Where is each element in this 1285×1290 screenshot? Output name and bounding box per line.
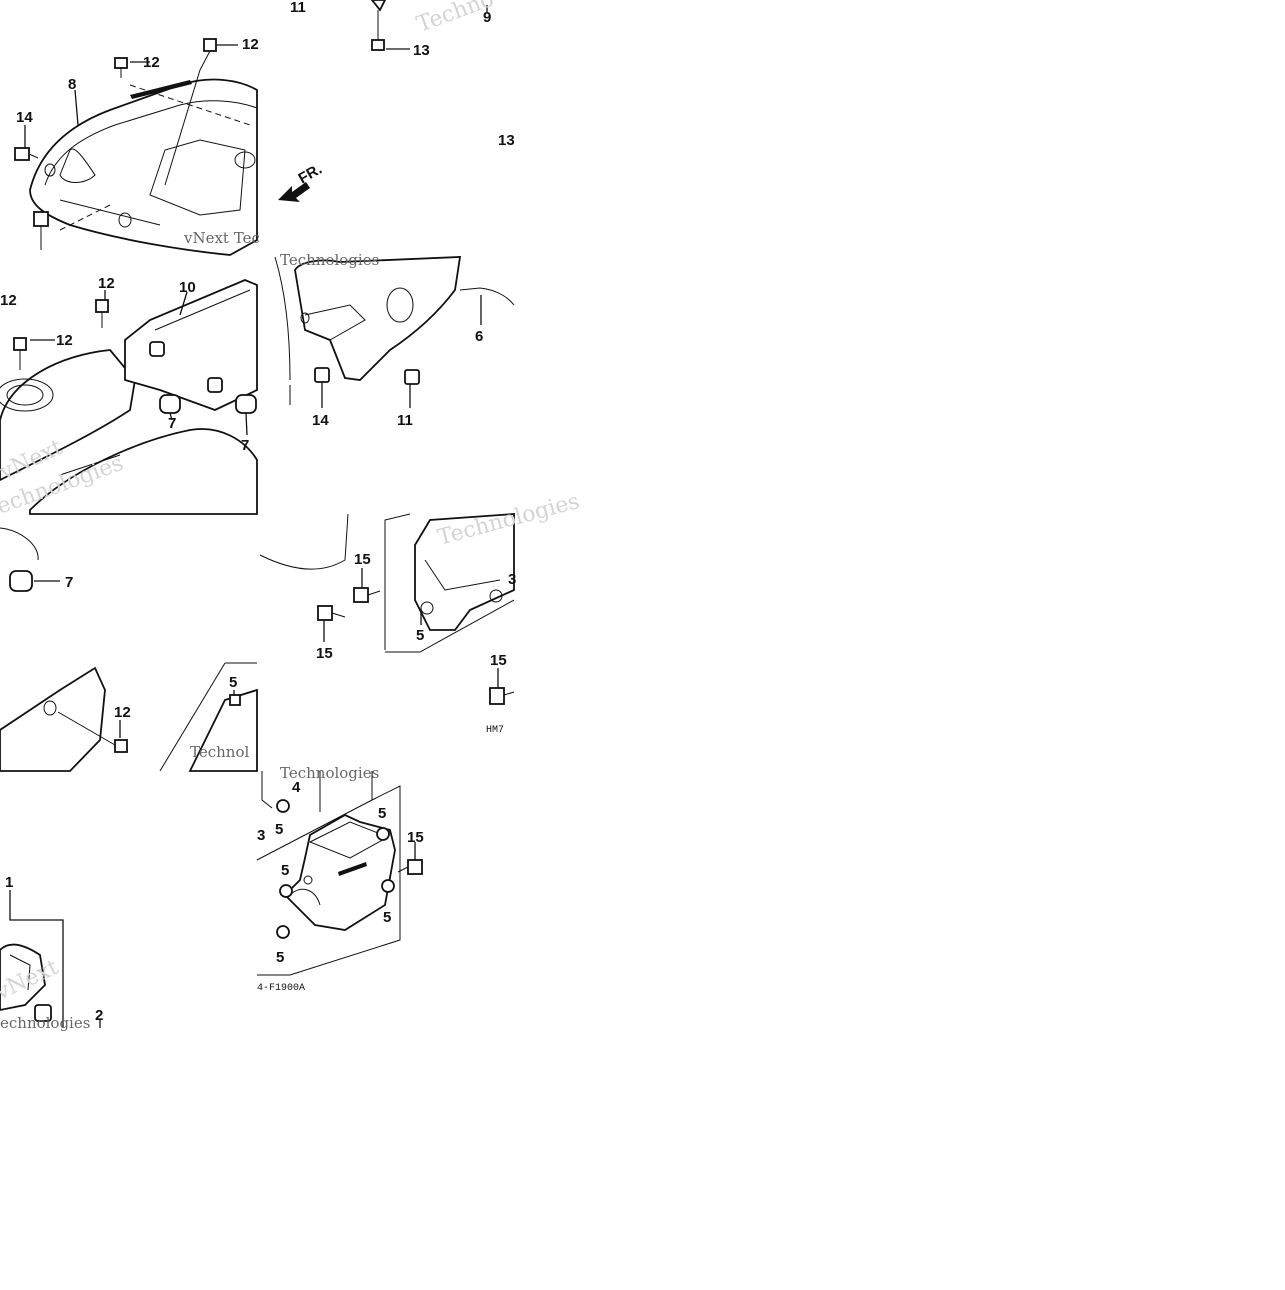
callout-12: 12 [56,332,73,349]
bracket-detail-view [0,890,101,1028]
callout-5: 5 [378,805,386,822]
drawing-code: HM7 [486,725,504,736]
callout-5: 5 [229,674,237,691]
callout-4: 4 [292,779,301,796]
callout-12: 12 [242,36,259,53]
watermark: vNext Tec [183,229,260,247]
callout-14: 14 [16,109,33,126]
callout-5: 5 [383,909,391,926]
lower-cover-view [0,527,258,772]
callout-5: 5 [416,627,424,644]
control-box-view [256,771,423,976]
watermark: Technol [190,743,249,761]
callout-3: 3 [508,571,516,588]
callout-15: 15 [316,645,333,662]
callout-15: 15 [407,829,424,846]
callout-6: 6 [475,328,483,345]
callout-1: 1 [5,874,13,891]
battery-cover-view [259,513,515,705]
callout-12: 12 [114,704,131,721]
callout-14: 14 [312,412,329,429]
callout-12: 12 [143,54,160,71]
rear-fender-bracket-view [274,256,515,408]
callout-12: 12 [98,275,115,292]
callout-11: 11 [290,0,306,16]
front-direction-label: FR. [296,161,325,188]
callout-7: 7 [65,574,73,591]
fasteners-top-view [370,0,488,51]
callout-5: 5 [276,949,284,966]
rear-fender-view [14,38,258,256]
callout-11: 11 [397,412,413,429]
callout-9: 9 [483,9,491,26]
watermark: Technologies [280,251,379,269]
callout-13: 13 [498,132,515,149]
callout-5: 5 [281,862,289,879]
callout-7: 7 [241,437,249,454]
drawing-code: 4-F1900A [257,983,305,994]
callout-3: 3 [257,827,265,844]
callout-2: 2 [95,1007,103,1024]
callout-8: 8 [68,76,76,93]
callout-12: 12 [0,292,17,309]
watermark: echnologies [0,1014,90,1032]
callout-13: 13 [413,42,430,59]
watermark: Technologies [280,764,379,782]
front-direction-arrow-icon [278,182,310,202]
callout-5: 5 [275,821,283,838]
callout-7: 7 [168,415,176,432]
callout-15: 15 [490,652,507,669]
callout-15: 15 [354,551,371,568]
callout-10: 10 [179,279,196,296]
seat-side-cover-view [0,279,258,515]
